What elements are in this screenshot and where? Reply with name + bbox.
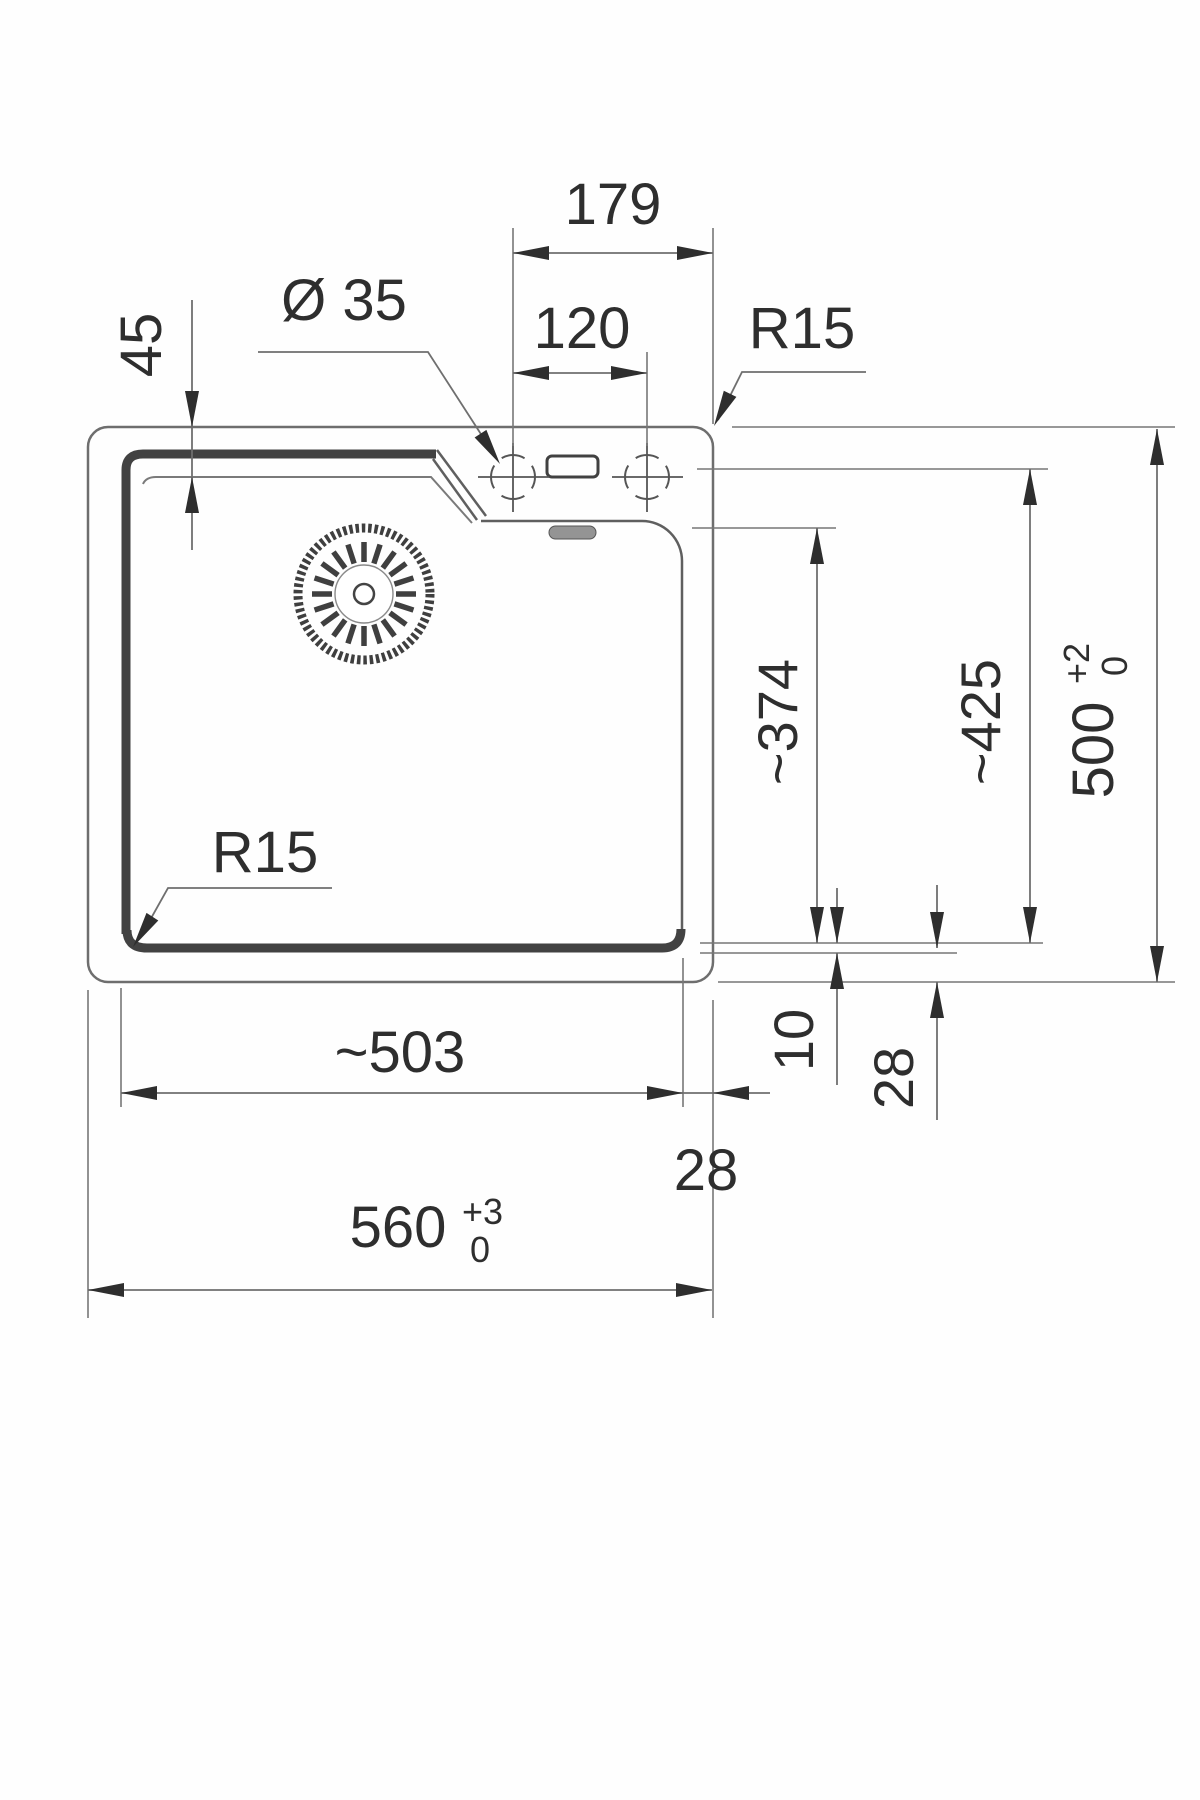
dim-560: 560 +3 0 xyxy=(88,1191,712,1297)
dim-560-label: 560 xyxy=(350,1195,447,1260)
overflow-shadow-icon xyxy=(548,525,597,540)
basin-notch-diagonal-inner xyxy=(431,458,479,521)
dim-dia35-label: Ø 35 xyxy=(281,268,407,333)
dim-120: 120 xyxy=(513,296,647,380)
worktop-cutout-outline xyxy=(86,425,715,984)
dim-560-tol-minus: 0 xyxy=(470,1229,490,1270)
tap-deck-edge xyxy=(481,519,684,562)
dim-179-label: 179 xyxy=(565,172,662,237)
dim-179: 179 xyxy=(513,172,713,260)
basin-rim-bottom-band xyxy=(122,928,686,953)
dim-120-label: 120 xyxy=(534,296,631,361)
basin-notch-diagonal-outer xyxy=(435,449,488,517)
dim-500-tol-plus: +2 xyxy=(1056,643,1097,684)
dim-560-tol-plus: +3 xyxy=(462,1191,503,1232)
tap-hole-left-icon xyxy=(478,443,549,512)
dim-500: 500 +2 0 xyxy=(1056,429,1164,982)
dim-45-label: 45 xyxy=(109,313,174,378)
dim-503-label: ~503 xyxy=(335,1020,466,1085)
dim-425-label: ~425 xyxy=(949,659,1012,785)
dim-dia-35: Ø 35 xyxy=(258,268,500,464)
dim-374: ~374 xyxy=(746,528,824,943)
dim-28-vertical-label: 28 xyxy=(862,1047,925,1109)
basin-rim-top-band xyxy=(121,449,436,934)
dim-r15-top: R15 xyxy=(714,296,866,426)
basin-inner-rim-line xyxy=(142,476,473,524)
dim-r15-bottom: R15 xyxy=(133,820,332,947)
tap-hole-right-icon xyxy=(612,443,683,512)
drain-strainer-icon xyxy=(293,523,435,665)
dim-r15-bottom-label: R15 xyxy=(212,820,318,885)
dim-r15-top-label: R15 xyxy=(749,296,855,361)
dim-500-tol-minus: 0 xyxy=(1094,656,1135,676)
dim-503: ~503 28 xyxy=(121,1020,770,1203)
dim-10-label: 10 xyxy=(762,1009,825,1071)
dim-374-label: ~374 xyxy=(746,659,809,785)
dim-500-label: 500 xyxy=(1061,702,1126,799)
dim-425: ~425 xyxy=(949,469,1037,943)
dim-28-horizontal-label: 28 xyxy=(674,1138,739,1203)
dim-10: 10 xyxy=(762,888,844,1085)
overflow-slot-icon xyxy=(545,454,600,479)
dim-45: 45 xyxy=(109,300,199,550)
dim-28-vertical: 28 xyxy=(862,885,944,1120)
